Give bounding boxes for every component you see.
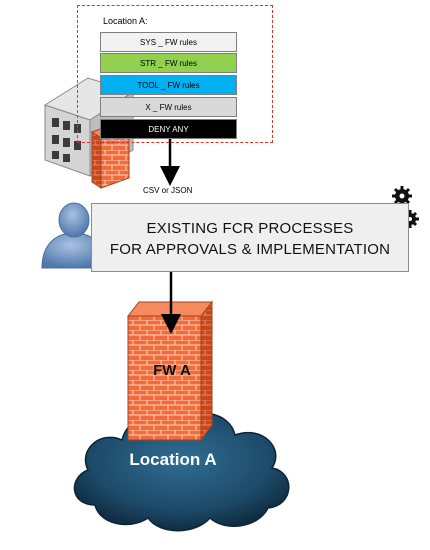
- rule-row: SYS _ FW rules: [100, 32, 237, 52]
- process-title-line1: EXISTING FCR PROCESSES: [146, 220, 354, 237]
- rule-row: TOOL _ FW rules: [100, 75, 237, 95]
- firewall-icon: [126, 300, 214, 442]
- firewall-label: FW A: [153, 362, 191, 379]
- cloud-shape: [73, 412, 290, 532]
- location-rules-container: [77, 5, 273, 143]
- export-format-label: CSV or JSON: [143, 186, 193, 195]
- process-title-line2: FOR APPROVALS & IMPLEMENTATION: [109, 241, 391, 258]
- rule-row: DENY ANY: [100, 119, 237, 139]
- process-box: [91, 203, 409, 272]
- user-icon: [41, 202, 107, 269]
- rule-row: STR _ FW rules: [100, 53, 237, 73]
- location-label: Location A:: [103, 16, 148, 26]
- rule-row: X _ FW rules: [100, 97, 237, 117]
- cloud-location-label: Location A: [129, 450, 217, 469]
